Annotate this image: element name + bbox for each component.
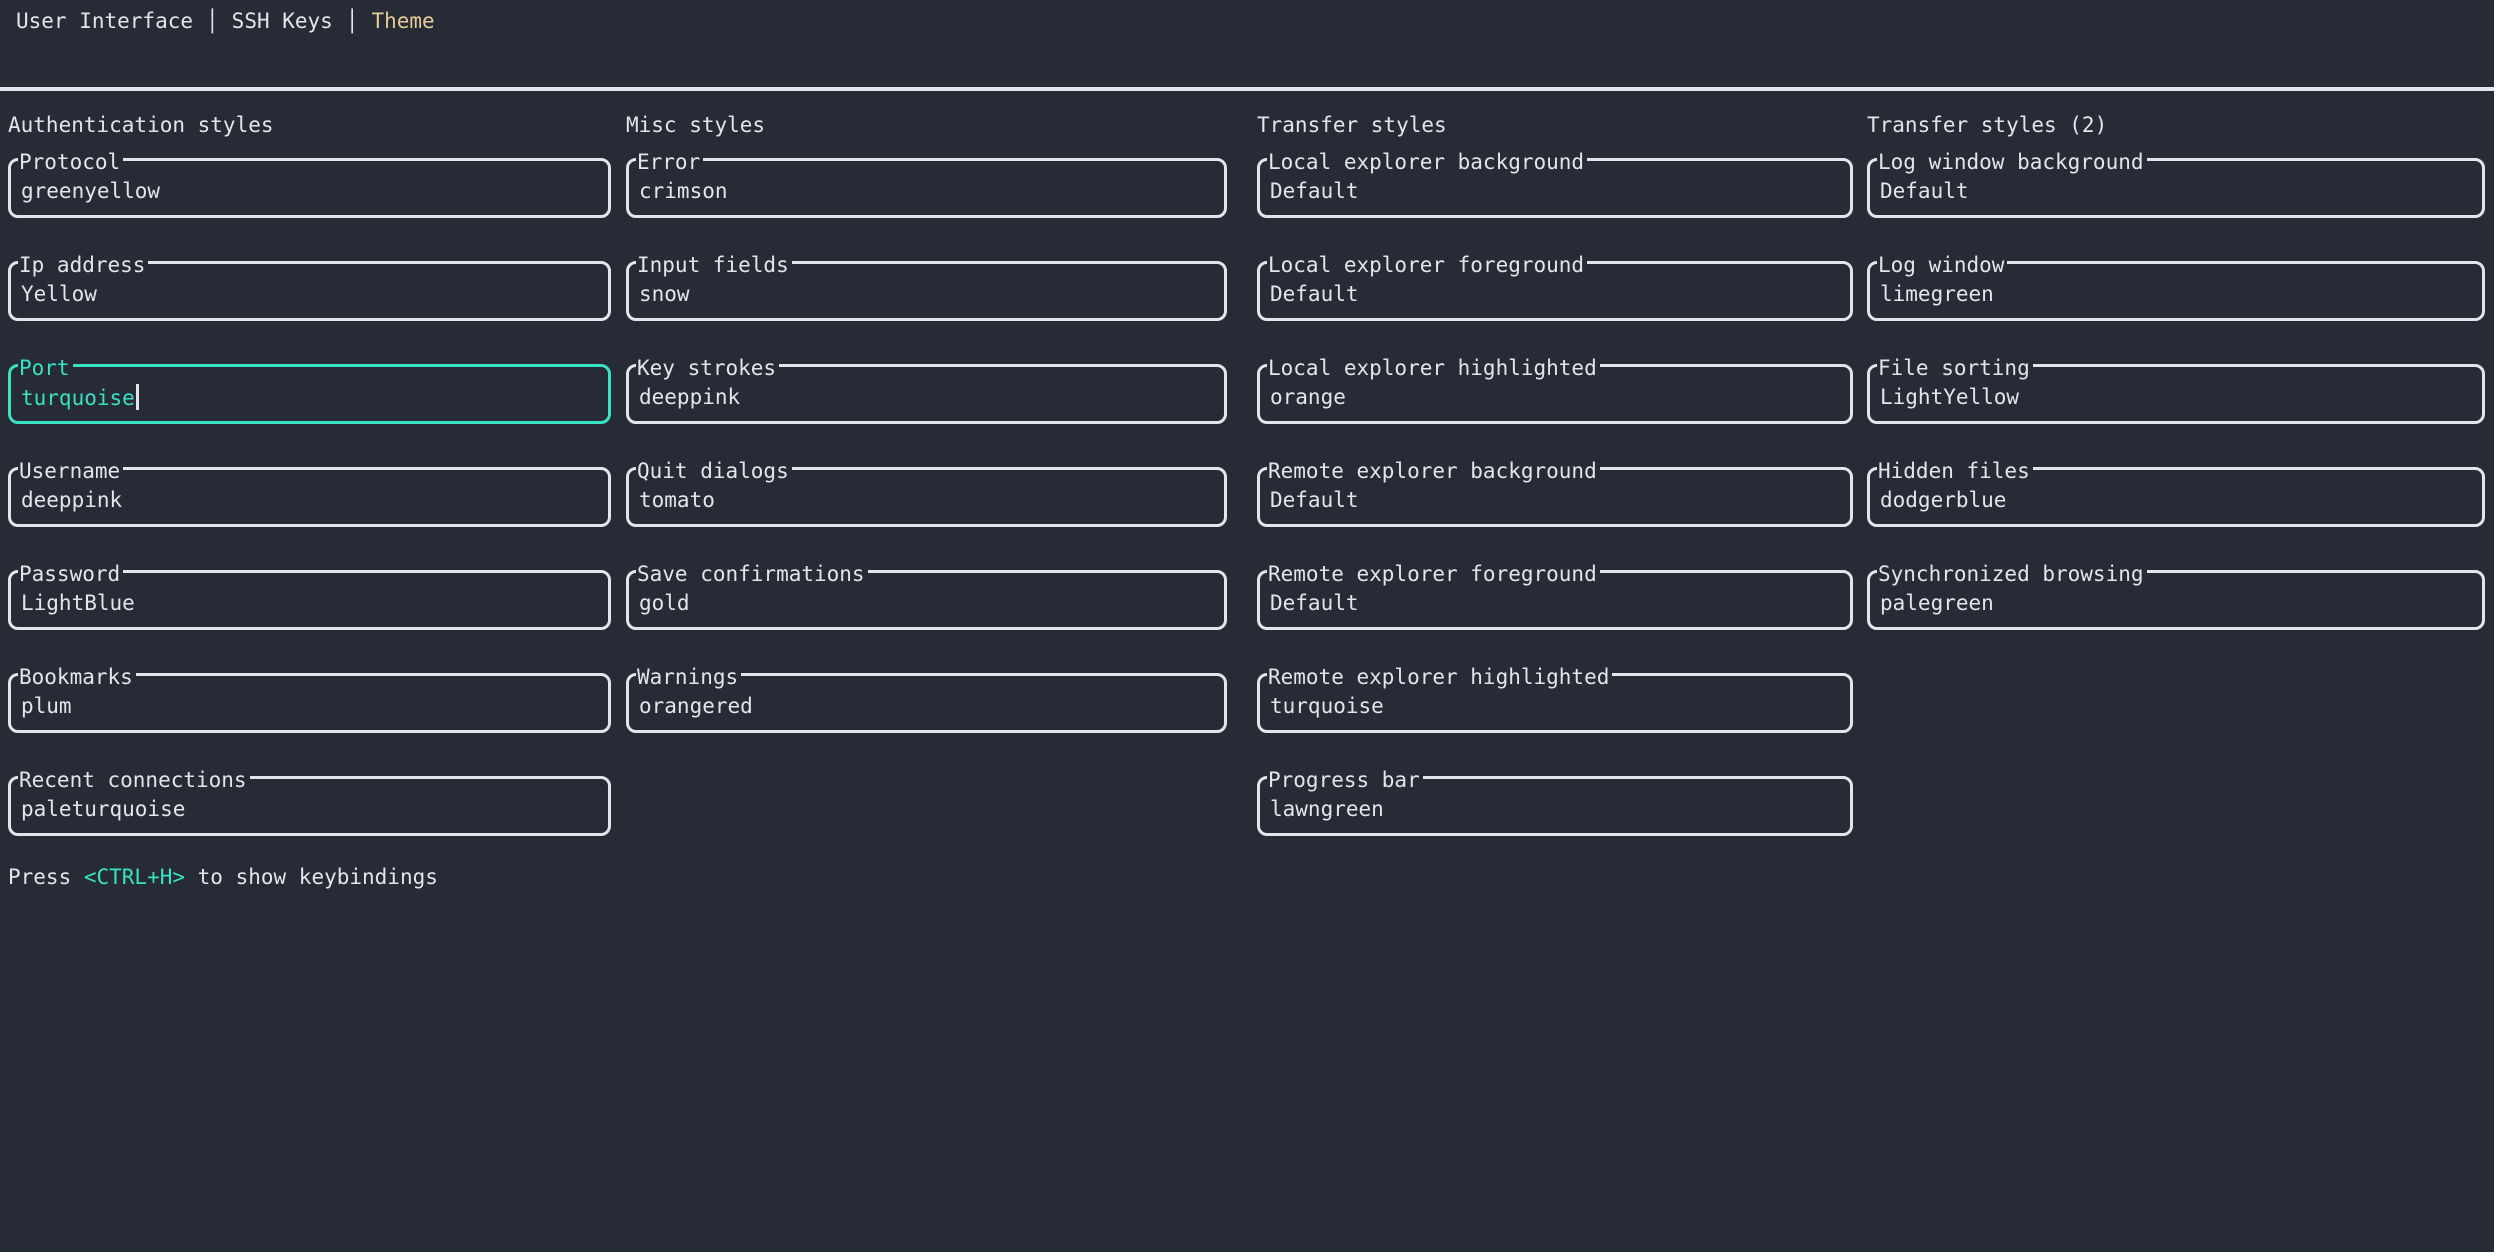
field-value: limegreen — [1880, 282, 1994, 306]
field-remote-explorer-highlighted[interactable]: Remote explorer highlighted turquoise — [1257, 665, 1853, 733]
field-value: LightBlue — [21, 591, 135, 615]
field-value: turquoise — [1270, 694, 1384, 718]
tab-bar: User Interface │ SSH Keys │ Theme — [16, 8, 435, 35]
field-value: lawngreen — [1270, 797, 1384, 821]
tab-theme[interactable]: Theme — [371, 9, 435, 33]
field-port[interactable]: Port turquoise — [8, 356, 611, 424]
hint-key: <CTRL+H> — [83, 865, 186, 889]
hint-suffix: to show keybindings — [185, 865, 438, 889]
field-value: gold — [639, 591, 690, 615]
text-cursor — [135, 384, 139, 410]
field-value: orange — [1270, 385, 1346, 409]
field-value: Yellow — [21, 282, 97, 306]
column-title: Authentication styles — [8, 113, 274, 137]
field-value: LightYellow — [1880, 385, 2020, 409]
field-value: crimson — [639, 179, 728, 203]
field-label: Port — [18, 356, 73, 380]
tab-separator: │ — [345, 9, 359, 33]
field-label: Input fields — [636, 253, 792, 277]
keybindings-hint: Press <CTRL+H> to show keybindings — [8, 864, 438, 891]
field-label: Local explorer foreground — [1267, 253, 1588, 277]
field-save-confirmations[interactable]: Save confirmations gold — [626, 562, 1227, 630]
field-label: Progress bar — [1267, 768, 1423, 792]
field-label: Password — [18, 562, 124, 586]
field-label: Ip address — [18, 253, 149, 277]
hint-prefix: Press — [8, 865, 84, 889]
field-label: Recent connections — [18, 768, 250, 792]
field-value: palegreen — [1880, 591, 1994, 615]
tab-content-divider — [0, 87, 2494, 91]
field-label: Remote explorer background — [1267, 459, 1600, 483]
field-value: Default — [1880, 179, 1969, 203]
field-label: Synchronized browsing — [1877, 562, 2147, 586]
field-value: paleturquoise — [21, 797, 186, 821]
field-value: deeppink — [639, 385, 741, 409]
field-progress-bar[interactable]: Progress bar lawngreen — [1257, 768, 1853, 836]
field-label: Key strokes — [636, 356, 780, 380]
field-label: Log window background — [1877, 150, 2147, 174]
field-hidden-files[interactable]: Hidden files dodgerblue — [1867, 459, 2485, 527]
field-label: Local explorer highlighted — [1267, 356, 1600, 380]
field-value: Default — [1270, 591, 1359, 615]
field-label: Local explorer background — [1267, 150, 1588, 174]
field-label: Warnings — [636, 665, 742, 689]
field-error[interactable]: Error crimson — [626, 150, 1227, 218]
field-label: Error — [636, 150, 704, 174]
column-title: Transfer styles — [1257, 113, 1447, 137]
field-value: Default — [1270, 488, 1359, 512]
field-protocol[interactable]: Protocol greenyellow — [8, 150, 611, 218]
field-value: turquoise — [21, 386, 135, 410]
field-bookmarks[interactable]: Bookmarks plum — [8, 665, 611, 733]
field-label: Save confirmations — [636, 562, 868, 586]
column-title: Transfer styles (2) — [1867, 113, 2108, 137]
tab-separator: │ — [206, 9, 219, 33]
field-label: Hidden files — [1877, 459, 2033, 483]
tab-ssh-keys[interactable]: SSH Keys — [231, 9, 333, 33]
field-username[interactable]: Username deeppink — [8, 459, 611, 527]
field-quit-dialogs[interactable]: Quit dialogs tomato — [626, 459, 1227, 527]
field-label: Bookmarks — [18, 665, 136, 689]
field-synchronized-browsing[interactable]: Synchronized browsing palegreen — [1867, 562, 2485, 630]
field-warnings[interactable]: Warnings orangered — [626, 665, 1227, 733]
field-value: greenyellow — [21, 179, 161, 203]
field-value: plum — [21, 694, 72, 718]
tab-user-interface[interactable]: User Interface — [16, 9, 194, 33]
field-log-window[interactable]: Log window limegreen — [1867, 253, 2485, 321]
field-value: orangered — [639, 694, 753, 718]
field-recent-connections[interactable]: Recent connections paleturquoise — [8, 768, 611, 836]
field-label: Protocol — [18, 150, 124, 174]
field-value: Default — [1270, 179, 1359, 203]
field-value: deeppink — [21, 488, 123, 512]
field-value: Default — [1270, 282, 1359, 306]
field-label: Username — [18, 459, 124, 483]
column-title: Misc styles — [626, 113, 766, 137]
field-label: Quit dialogs — [636, 459, 792, 483]
field-label: Remote explorer foreground — [1267, 562, 1600, 586]
field-label: Log window — [1877, 253, 2008, 277]
field-key-strokes[interactable]: Key strokes deeppink — [626, 356, 1227, 424]
field-value: snow — [639, 282, 690, 306]
field-value: tomato — [639, 488, 715, 512]
field-local-explorer-highlighted[interactable]: Local explorer highlighted orange — [1257, 356, 1853, 424]
column-transfer-styles-2: Transfer styles (2) Log window background… — [1867, 112, 2485, 673]
field-input-fields[interactable]: Input fields snow — [626, 253, 1227, 321]
field-label: Remote explorer highlighted — [1267, 665, 1613, 689]
field-value: dodgerblue — [1880, 488, 2007, 512]
field-label: File sorting — [1877, 356, 2033, 380]
